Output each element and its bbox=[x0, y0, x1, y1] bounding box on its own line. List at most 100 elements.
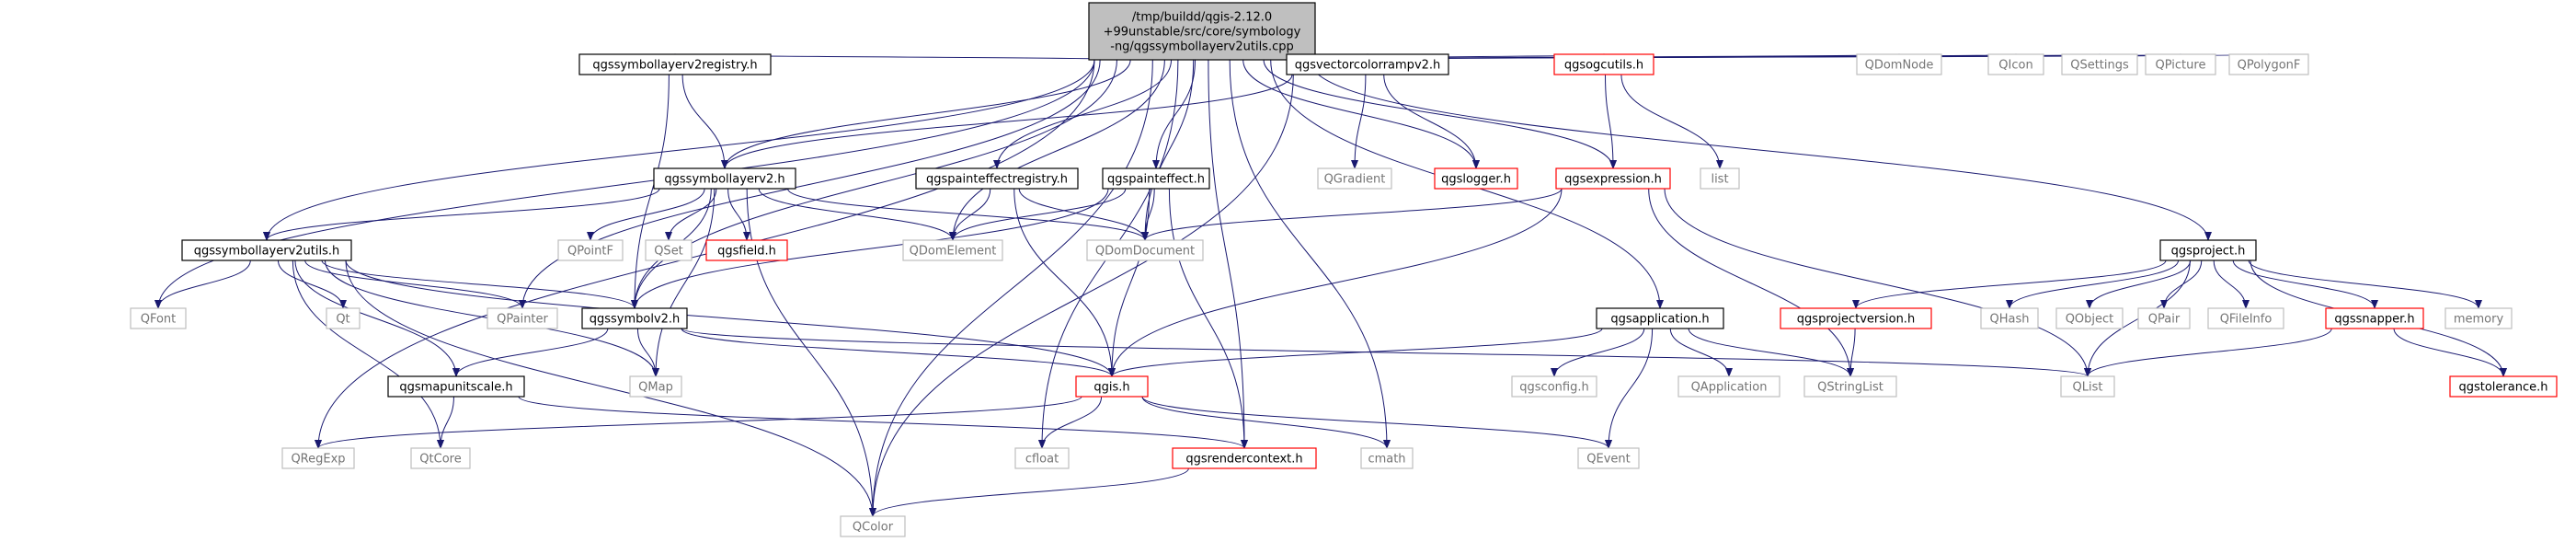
node-label-QFileInfo: QFileInfo bbox=[2220, 313, 2273, 327]
node-box-cmath bbox=[1360, 447, 1414, 469]
node-registry[interactable]: qgssymbollayerv2registry.h bbox=[578, 53, 772, 75]
node-box-QPainter bbox=[487, 307, 558, 329]
node-snapper[interactable]: qgssnapper.h bbox=[2325, 307, 2424, 329]
node-QGradient: QGradient bbox=[1317, 167, 1392, 190]
node-symlayer[interactable]: qgssymbollayerv2.h bbox=[653, 167, 796, 190]
node-painteffect[interactable]: qgspainteffect.h bbox=[1102, 167, 1210, 190]
edge-root-to-symlayerutils bbox=[263, 59, 1095, 241]
edge-application-to-qgis bbox=[1108, 328, 1603, 377]
node-expression[interactable]: qgsexpression.h bbox=[1555, 167, 1671, 190]
node-QIcon: QIcon bbox=[1987, 53, 2044, 75]
edge-painteffect-to-QDomElement bbox=[949, 188, 1127, 241]
edge-symlayerutils-to-QFont bbox=[155, 259, 251, 309]
node-box-QIcon bbox=[1987, 53, 2044, 75]
edge-symlayerutils-to-Qt bbox=[277, 259, 347, 309]
node-QPointF: QPointF bbox=[557, 239, 624, 261]
node-box-field bbox=[705, 239, 788, 261]
node-box-root bbox=[1088, 2, 1316, 61]
node-box-ogcutils bbox=[1553, 53, 1654, 75]
node-QFont: QFont bbox=[130, 307, 187, 329]
node-box-QDomDocument bbox=[1086, 239, 1204, 261]
node-QApplication: QApplication bbox=[1677, 375, 1780, 398]
edge-symlayerutils-to-symbolv2 bbox=[321, 259, 638, 309]
node-projectversion[interactable]: qgsprojectversion.h bbox=[1780, 307, 1932, 329]
edge-root-to-symlayer bbox=[721, 59, 1131, 169]
node-application[interactable]: qgsapplication.h bbox=[1596, 307, 1724, 329]
node-root[interactable]: /tmp/buildd/qgis-2.12.0+99unstable/src/c… bbox=[1088, 2, 1316, 61]
node-label-QColor: QColor bbox=[853, 521, 894, 535]
node-field[interactable]: qgsfield.h bbox=[705, 239, 788, 261]
edge-colorramp-to-QColor bbox=[869, 74, 1294, 517]
node-QSet: QSet bbox=[645, 239, 693, 261]
node-ogcutils[interactable]: qgsogcutils.h bbox=[1553, 53, 1654, 75]
node-label-QSet: QSet bbox=[654, 245, 683, 259]
node-box-cfloat bbox=[1014, 447, 1070, 469]
edge-root-to-logger bbox=[1242, 59, 1480, 169]
node-symlayerutils[interactable]: qgssymbollayerv2utils.h bbox=[181, 239, 352, 261]
edge-root-to-expression bbox=[1263, 59, 1617, 169]
node-colorramp[interactable]: qgsvectorcolorrampv2.h bbox=[1286, 53, 1449, 75]
edge-registry-to-symlayer bbox=[681, 74, 728, 169]
node-project[interactable]: qgsproject.h bbox=[2159, 239, 2257, 261]
node-label-cfloat: cfloat bbox=[1025, 453, 1059, 467]
node-label-QPair: QPair bbox=[2148, 313, 2181, 327]
node-box-logger bbox=[1434, 167, 1518, 190]
node-label-projectversion: qgsprojectversion.h bbox=[1797, 313, 1915, 327]
edge-painteffect-to-rendercontext bbox=[1168, 188, 1248, 449]
node-box-QMap bbox=[629, 375, 682, 398]
node-box-QColor bbox=[840, 515, 906, 537]
node-label-cmath: cmath bbox=[1368, 453, 1405, 467]
edge-expression-to-QStringList bbox=[1648, 188, 1854, 377]
node-label-qgis: qgis.h bbox=[1093, 381, 1129, 395]
node-layer: /tmp/buildd/qgis-2.12.0+99unstable/src/c… bbox=[130, 2, 2558, 537]
edge-root-to-QPainter bbox=[519, 59, 1101, 309]
node-box-QObject bbox=[2055, 307, 2124, 329]
edge-root-to-symbolv2 bbox=[631, 59, 1117, 309]
node-QDomNode: QDomNode bbox=[1856, 53, 1942, 75]
node-label-QHash: QHash bbox=[1990, 313, 2030, 327]
node-box-QSet bbox=[645, 239, 693, 261]
edge-colorramp-to-symlayer bbox=[721, 74, 1293, 169]
edge-root-to-painteffectreg bbox=[993, 59, 1173, 169]
node-label-QIcon: QIcon bbox=[1998, 59, 2032, 73]
edge-qgis-to-cmath bbox=[1141, 396, 1391, 449]
node-QPair: QPair bbox=[2137, 307, 2191, 329]
edge-rendercontext-to-QColor bbox=[869, 467, 1189, 517]
edge-project-to-memory bbox=[2248, 259, 2482, 309]
node-cfloat: cfloat bbox=[1014, 447, 1070, 469]
node-label-field: qgsfield.h bbox=[717, 245, 776, 259]
node-QSettings: QSettings bbox=[2061, 53, 2138, 75]
edge-root-to-QDomDocument bbox=[1141, 59, 1195, 241]
edge-expression-to-QDomDocument bbox=[1141, 188, 1563, 241]
node-label-QList: QList bbox=[2073, 381, 2103, 395]
node-box-projectversion bbox=[1780, 307, 1932, 329]
node-tolerance[interactable]: qgstolerance.h bbox=[2449, 375, 2558, 398]
node-box-rendercontext bbox=[1172, 447, 1317, 469]
node-qgsconfig: qgsconfig.h bbox=[1511, 375, 1597, 398]
node-label-logger: qgslogger.h bbox=[1441, 173, 1511, 187]
node-mapunitscale[interactable]: qgsmapunitscale.h bbox=[387, 375, 525, 398]
edge-snapper-to-tolerance bbox=[2393, 328, 2507, 377]
edge-expression-to-qgis bbox=[1108, 188, 1563, 377]
node-symbolv2[interactable]: qgssymbolv2.h bbox=[581, 307, 688, 329]
node-label-painteffectreg: qgspainteffectregistry.h bbox=[926, 173, 1068, 187]
node-label-registry: qgssymbollayerv2registry.h bbox=[592, 59, 757, 73]
node-QEvent: QEvent bbox=[1577, 447, 1640, 469]
node-painteffectreg[interactable]: qgspainteffectregistry.h bbox=[915, 167, 1079, 190]
node-label-QDomElement: QDomElement bbox=[910, 245, 997, 259]
edge-painteffectreg-to-QDomDocument bbox=[1018, 188, 1149, 241]
node-label-QDomNode: QDomNode bbox=[1865, 59, 1934, 73]
edge-symlayerutils-to-QColor bbox=[345, 259, 876, 517]
node-label-ogcutils: qgsogcutils.h bbox=[1564, 59, 1643, 73]
node-rendercontext[interactable]: qgsrendercontext.h bbox=[1172, 447, 1317, 469]
node-qgis[interactable]: qgis.h bbox=[1075, 375, 1149, 398]
edge-ogcutils-to-expression bbox=[1605, 74, 1617, 169]
node-logger[interactable]: qgslogger.h bbox=[1434, 167, 1518, 190]
node-label-memory: memory bbox=[2454, 313, 2504, 327]
node-label-rendercontext: qgsrendercontext.h bbox=[1185, 453, 1302, 467]
node-QHash: QHash bbox=[1980, 307, 2039, 329]
node-box-QApplication bbox=[1677, 375, 1780, 398]
edge-colorramp-to-logger bbox=[1383, 74, 1480, 169]
node-box-qgis bbox=[1075, 375, 1149, 398]
edge-root-to-cmath bbox=[1229, 59, 1391, 449]
